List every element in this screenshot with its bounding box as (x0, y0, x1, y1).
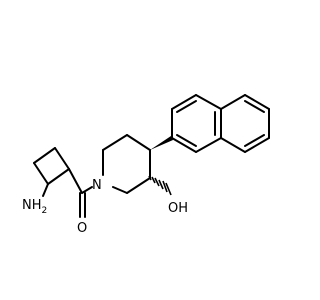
bond-pip-2 (102, 134, 128, 151)
bond-pip-6 (112, 186, 128, 194)
piperidine-ring (102, 134, 151, 194)
molecule-structure: NH2 N O OH (22, 94, 270, 236)
hashed-bond-hydroxyl (148, 175, 172, 196)
bond-carbonyl-n (81, 186, 93, 194)
carbonyl-double-bond (79, 192, 86, 218)
bond-cb-2 (33, 147, 56, 164)
cyclobutane-ring (33, 147, 70, 185)
bond-cb-1 (33, 162, 49, 185)
naphthalene-ring-a (171, 94, 222, 153)
wedge-bond-naphthyl (150, 136, 173, 150)
bond-pip-5 (126, 177, 151, 194)
bond-pip-3 (126, 134, 151, 151)
structure-canvas: NH2 N O OH (22, 94, 270, 236)
bond-cb-3 (54, 147, 70, 170)
bond-cb-4 (47, 168, 70, 185)
amine-label: NH2 (22, 198, 47, 216)
hydroxyl-label: OH (168, 201, 188, 216)
bond-c-nh2 (42, 183, 49, 197)
carbonyl-oxygen-label: O (77, 221, 87, 236)
bond-c-carbonyl (68, 168, 83, 194)
ring-nitrogen-label: N (92, 178, 102, 193)
naphthalene-ring-b (220, 94, 270, 153)
